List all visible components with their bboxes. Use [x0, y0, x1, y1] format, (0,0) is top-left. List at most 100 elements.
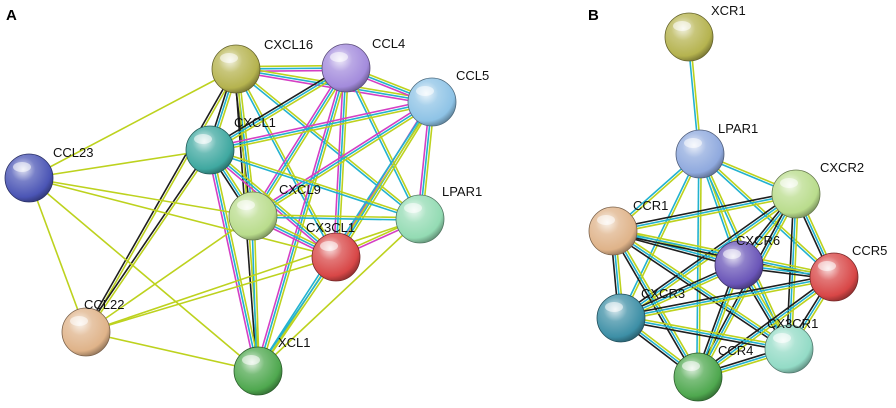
- node-label: CCL5: [456, 68, 489, 83]
- node-sphere[interactable]: [311, 232, 361, 282]
- node-highlight: [684, 138, 702, 148]
- node-cxcr6[interactable]: CXCR6: [714, 233, 780, 290]
- node-label: CXCR3: [641, 286, 685, 301]
- node-label: CCL4: [372, 36, 405, 51]
- edge-line-exp: [250, 66, 345, 216]
- node-sphere[interactable]: [395, 194, 445, 244]
- node-cxcl9[interactable]: CXCL9: [228, 182, 321, 241]
- node-sphere[interactable]: [228, 191, 278, 241]
- node-sphere[interactable]: [596, 293, 646, 343]
- edge-cxcl9-xcl1: [251, 215, 260, 372]
- node-ccl23[interactable]: CCL23: [4, 145, 93, 203]
- edge-line-coexp: [611, 232, 789, 352]
- node-highlight: [723, 249, 741, 259]
- node-sphere[interactable]: [321, 43, 371, 93]
- node-label: CCR4: [718, 343, 753, 358]
- node-label: CXCL16: [264, 37, 313, 52]
- panel-b: B XCR1LPAR1CXCR2CCR1CXCR6CCR5CXCR3CX3CR1…: [588, 3, 887, 402]
- edge-lpar1-ccl22: [85, 218, 421, 333]
- edge-line-text: [85, 215, 254, 333]
- node-ccl22[interactable]: CCL22: [61, 297, 124, 357]
- edge-line-coexp: [620, 319, 789, 353]
- edge-line-db: [209, 150, 420, 221]
- node-cxcl16[interactable]: CXCL16: [211, 37, 313, 94]
- node-highlight: [773, 333, 791, 343]
- edge-cxcl9-lpar1: [252, 214, 421, 221]
- edge-ccl22-xcl1: [85, 331, 259, 372]
- node-label: CCR5: [852, 243, 887, 258]
- node-highlight: [242, 355, 260, 365]
- edge-line-text: [28, 149, 211, 179]
- panel-a-label: A: [6, 7, 17, 24]
- node-sphere[interactable]: [588, 206, 638, 256]
- edge-line-text: [259, 68, 350, 372]
- edge-line-db: [209, 67, 347, 151]
- node-cxcl1[interactable]: CXCL1: [185, 115, 276, 175]
- node-lpar1[interactable]: LPAR1: [675, 121, 758, 179]
- node-ccr5[interactable]: CCR5: [809, 243, 887, 302]
- node-sphere[interactable]: [664, 12, 714, 62]
- node-xcl1[interactable]: XCL1: [233, 335, 311, 396]
- node-sphere[interactable]: [407, 77, 457, 127]
- edge-line-text: [210, 148, 421, 219]
- node-sphere[interactable]: [714, 240, 764, 290]
- edge-line-db: [697, 276, 835, 378]
- node-highlight: [330, 52, 348, 62]
- node-sphere[interactable]: [771, 169, 821, 219]
- node-highlight: [13, 162, 31, 172]
- node-cx3cr1[interactable]: CX3CR1: [764, 316, 818, 374]
- edge-line-text: [28, 177, 254, 217]
- node-sphere[interactable]: [764, 324, 814, 374]
- edge-line-db: [234, 69, 336, 258]
- node-highlight: [404, 203, 422, 213]
- node-ccl4[interactable]: CCL4: [321, 36, 405, 93]
- edge-line-text: [85, 256, 337, 333]
- edge-line-db: [620, 317, 790, 350]
- node-highlight: [597, 215, 615, 225]
- edge-line-db: [252, 101, 433, 217]
- node-sphere[interactable]: [673, 352, 723, 402]
- edge-line-exp: [209, 98, 432, 149]
- node-label: CX3CR1: [767, 316, 818, 331]
- edge-line-text: [211, 147, 339, 256]
- edge-line-db: [257, 67, 347, 372]
- edge-ccl4-cxcl9: [250, 66, 349, 218]
- node-ccr1[interactable]: CCR1: [588, 198, 668, 256]
- node-highlight: [682, 361, 700, 371]
- edge-line-text: [28, 68, 237, 179]
- edge-cx3cl1-ccl22: [85, 256, 337, 333]
- node-ccr4[interactable]: CCR4: [673, 343, 753, 402]
- node-highlight: [818, 261, 836, 271]
- node-lpar1[interactable]: LPAR1: [395, 184, 482, 244]
- node-highlight: [605, 302, 623, 312]
- edge-line-coexp: [696, 274, 834, 376]
- edge-cxcl9-ccl22: [85, 215, 254, 333]
- edge-lpar1-xcl1: [257, 218, 421, 372]
- edge-line-coexp: [620, 273, 834, 317]
- edge-cxcl16-lpar1: [234, 67, 422, 221]
- node-sphere[interactable]: [809, 252, 859, 302]
- node-sphere[interactable]: [4, 153, 54, 203]
- node-highlight: [780, 178, 798, 188]
- node-sphere[interactable]: [233, 346, 283, 396]
- edge-line-db: [234, 69, 420, 221]
- edge-line-db: [252, 216, 420, 221]
- node-cx3cl1[interactable]: CX3CL1: [306, 220, 361, 282]
- node-cxcr2[interactable]: CXCR2: [771, 160, 864, 219]
- edge-line-db: [612, 230, 699, 378]
- node-sphere[interactable]: [675, 129, 725, 179]
- edge-line-text: [614, 229, 701, 377]
- edge-line-text: [257, 218, 421, 372]
- edge-line-text: [253, 103, 434, 219]
- node-sphere[interactable]: [185, 125, 235, 175]
- node-sphere[interactable]: [211, 44, 261, 94]
- node-ccl5[interactable]: CCL5: [407, 68, 489, 127]
- node-cxcr3[interactable]: CXCR3: [596, 286, 685, 343]
- edge-line-db: [696, 153, 700, 377]
- edge-line-db: [344, 68, 420, 220]
- edge-line-db: [252, 67, 347, 217]
- node-xcr1[interactable]: XCR1: [664, 3, 746, 62]
- node-sphere[interactable]: [61, 307, 111, 357]
